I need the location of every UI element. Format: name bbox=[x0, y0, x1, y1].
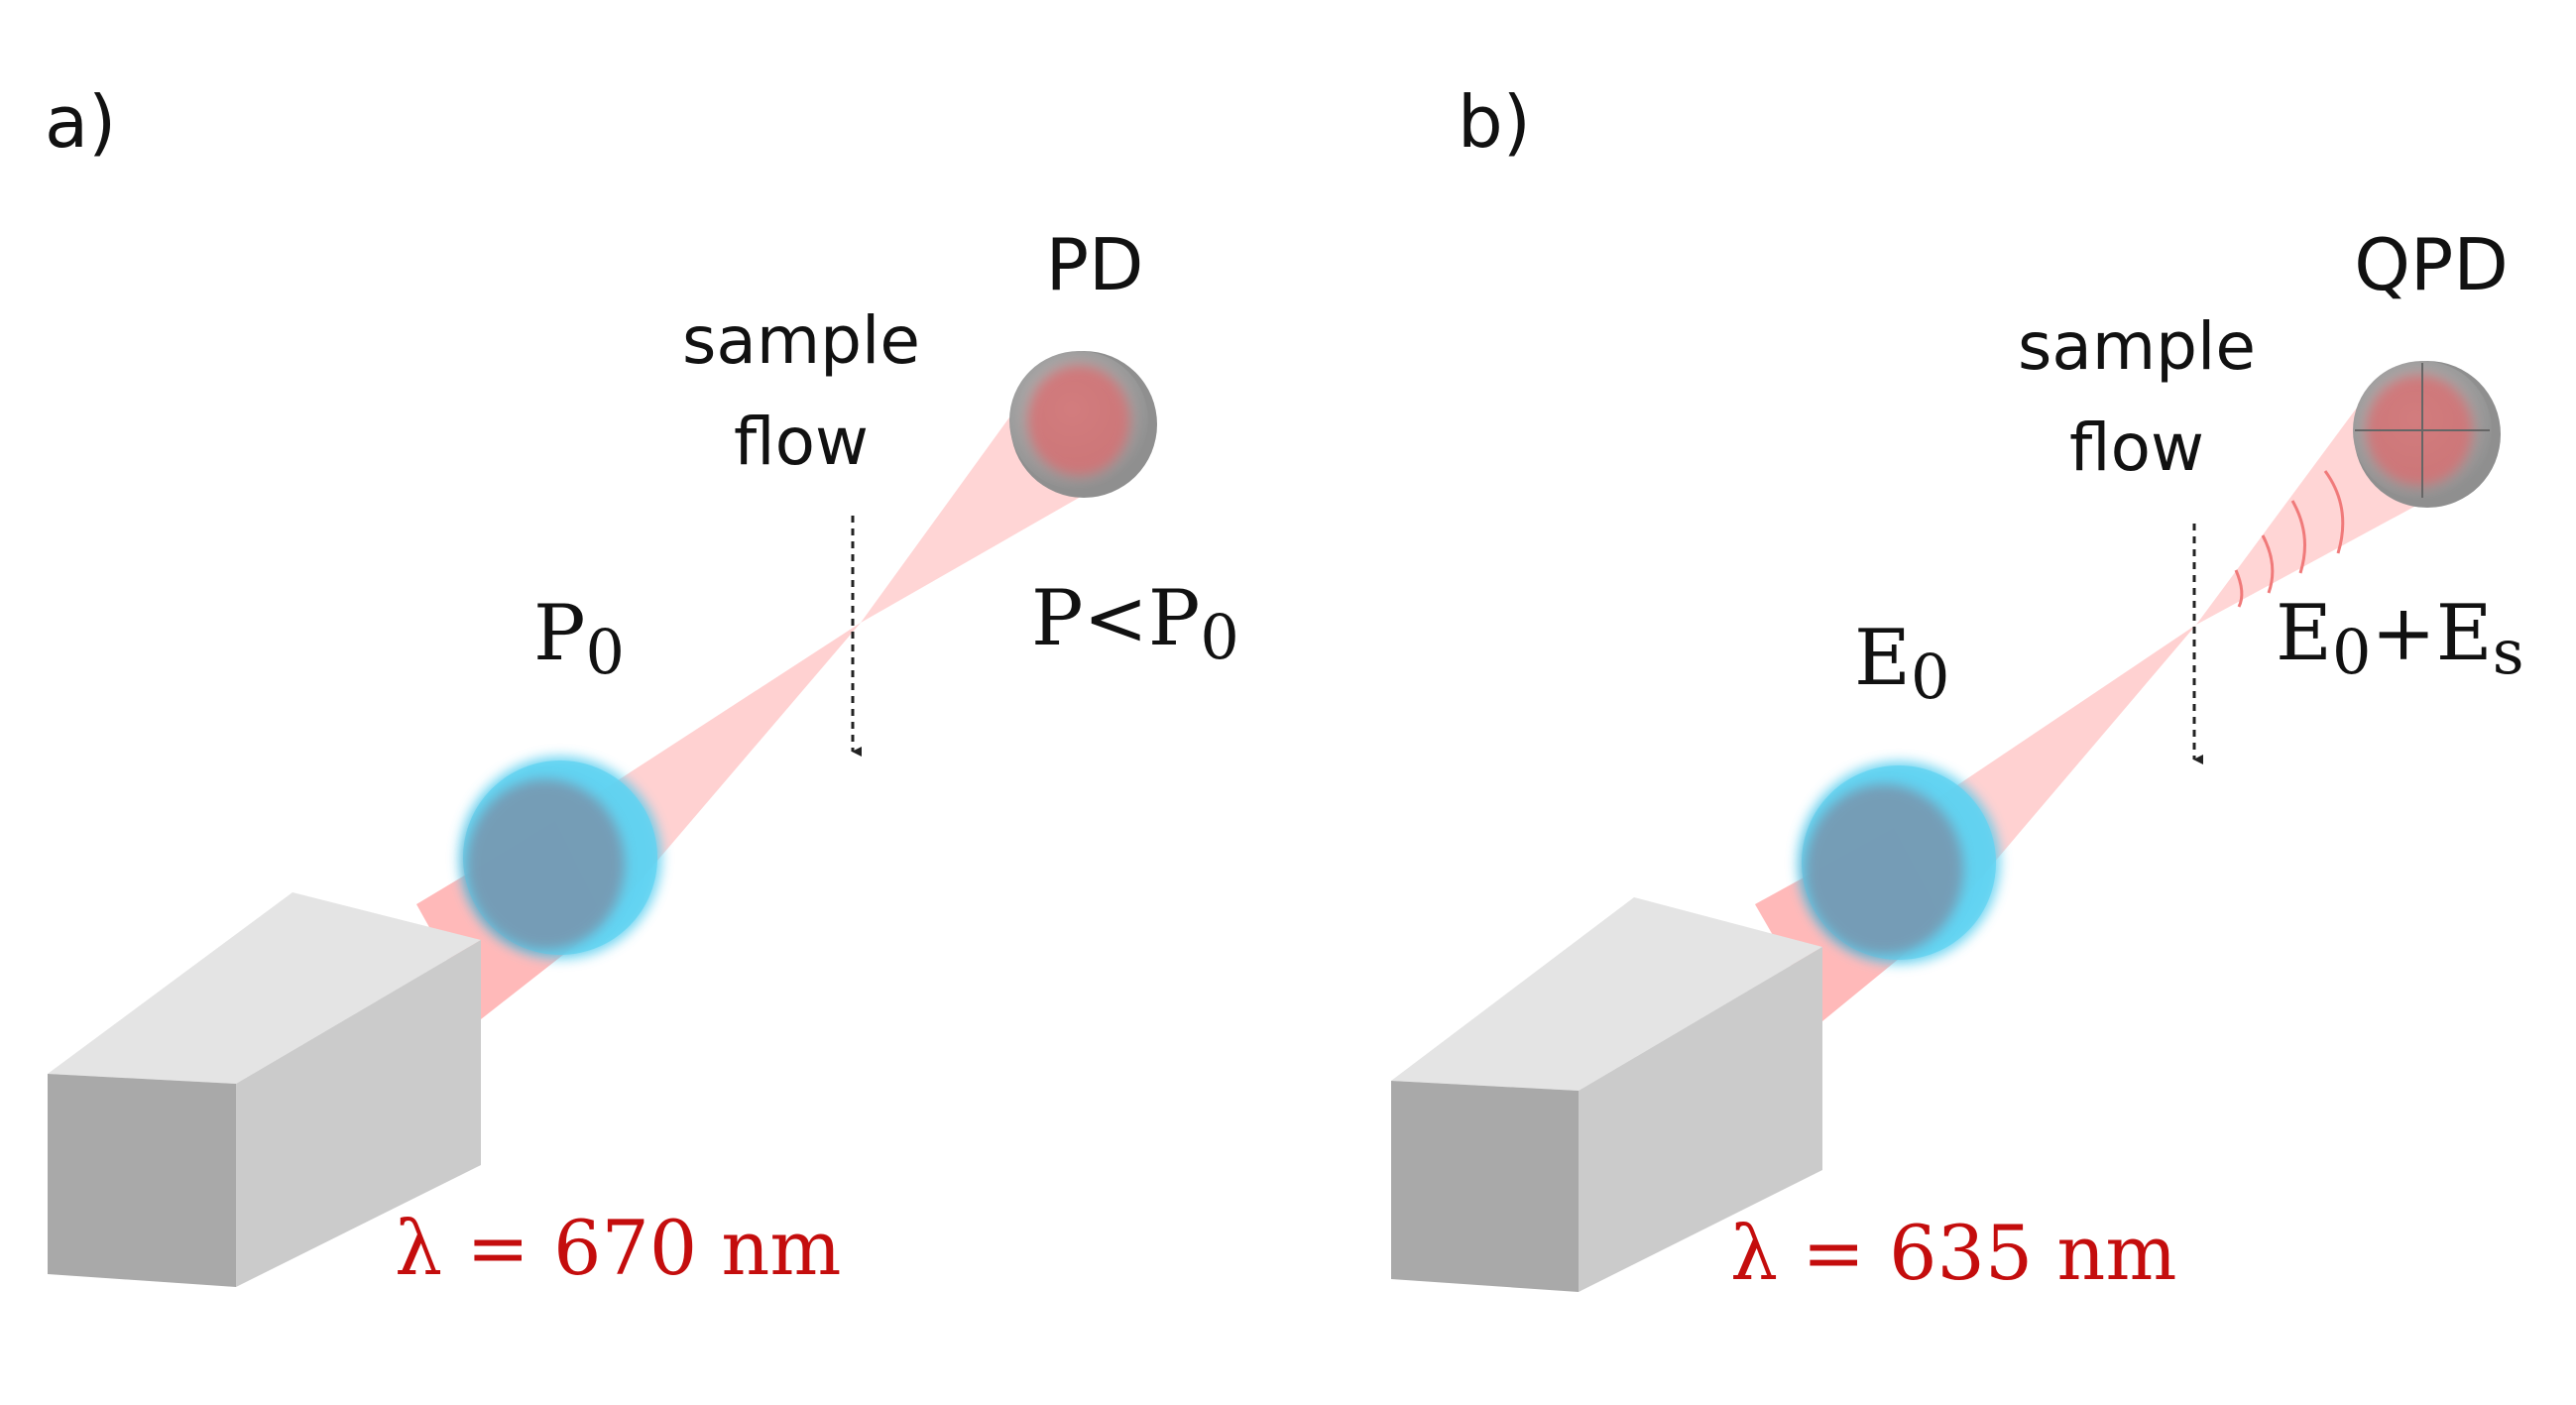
detector-label-a: PD bbox=[1046, 223, 1144, 306]
input-power-symbol: P bbox=[533, 589, 585, 678]
laser-source-b bbox=[1391, 897, 1822, 1292]
output-power-relation: P<P bbox=[1031, 574, 1200, 663]
photodiode-detector bbox=[1009, 351, 1157, 498]
sample-flow-line2-b: flow bbox=[2069, 410, 2204, 486]
output-field-plus: +E bbox=[2371, 589, 2492, 678]
sample-flow-line1-b: sample bbox=[2018, 308, 2256, 385]
wavelength-label-a: λ = 670 nm bbox=[395, 1204, 841, 1292]
panel-a: a) PD sample flow bbox=[45, 80, 1239, 1292]
input-field-symbol: E bbox=[1854, 614, 1911, 703]
panel-b-label: b) bbox=[1458, 80, 1531, 164]
panel-a-label: a) bbox=[45, 80, 116, 164]
scattered-wave-arcs bbox=[2234, 470, 2345, 608]
detector-label-b: QPD bbox=[2354, 223, 2509, 306]
output-power-subscript: 0 bbox=[1200, 601, 1238, 673]
output-field-label: E0+Es bbox=[2276, 589, 2524, 688]
input-field-subscript: 0 bbox=[1911, 641, 1949, 713]
wavelength-label-b: λ = 635 nm bbox=[1730, 1209, 2176, 1297]
sample-flow-line2-a: flow bbox=[734, 404, 869, 480]
input-power-subscript: 0 bbox=[585, 616, 624, 688]
focusing-lens-a bbox=[459, 757, 661, 959]
focusing-lens-b bbox=[1798, 761, 2000, 964]
quadrant-photodiode-detector bbox=[2353, 361, 2501, 508]
output-power-label: P<P0 bbox=[1031, 574, 1239, 673]
sample-flow-line1-a: sample bbox=[682, 302, 920, 379]
laser-source-a bbox=[48, 892, 481, 1287]
input-power-label: P0 bbox=[533, 589, 625, 688]
output-field-subscript-s: s bbox=[2493, 616, 2524, 688]
panel-b: b) QPD sample flow bbox=[1391, 80, 2524, 1297]
input-field-label: E0 bbox=[1854, 614, 1949, 713]
output-field-symbol: E bbox=[2276, 589, 2332, 678]
output-field-subscript-0: 0 bbox=[2332, 616, 2371, 688]
